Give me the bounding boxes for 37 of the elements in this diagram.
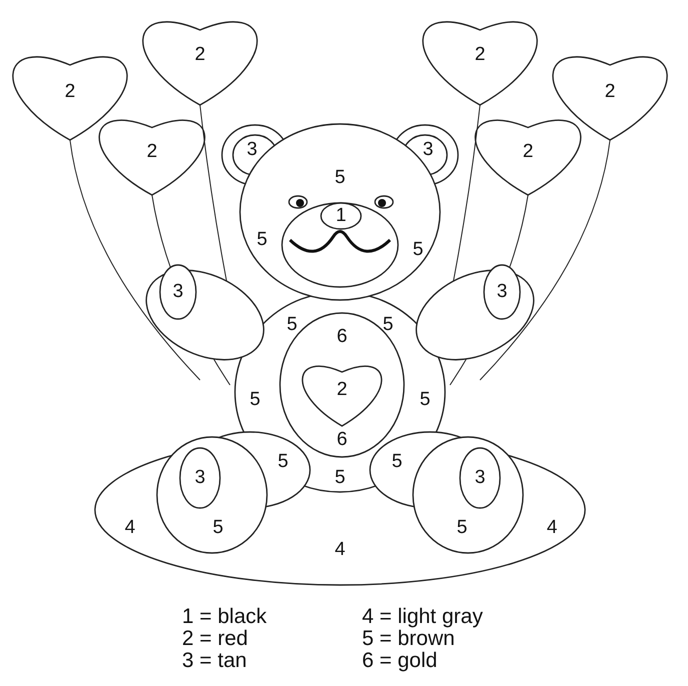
region-number: 5 (420, 390, 430, 410)
region-number: 2 (64, 82, 76, 102)
region-number: 2 (604, 82, 616, 102)
color-key-entry: 6 = gold (362, 650, 438, 672)
color-key-entry: 1 = black (182, 606, 267, 628)
region-number: 3 (194, 468, 206, 488)
region-number: 3 (422, 140, 434, 160)
region-number: 5 (392, 452, 402, 472)
region-number: 5 (278, 452, 288, 472)
region-number: 3 (246, 140, 258, 160)
region-number: 3 (474, 468, 486, 488)
color-key-entry: 5 = brown (362, 628, 455, 650)
region-number: 5 (334, 468, 346, 488)
region-number: 4 (334, 540, 346, 560)
region-number: 6 (336, 327, 348, 347)
region-number: 1 (336, 206, 346, 226)
region-number: 4 (546, 518, 558, 538)
region-number: 3 (496, 282, 508, 302)
region-number: 6 (336, 430, 348, 450)
region-number: 5 (286, 315, 298, 335)
color-key-entry: 3 = tan (182, 650, 247, 672)
region-number: 4 (124, 518, 136, 538)
region-number: 5 (456, 518, 468, 538)
region-number: 2 (522, 142, 534, 162)
region-number: 2 (336, 380, 348, 400)
region-number: 3 (172, 282, 184, 302)
color-key-entry: 2 = red (182, 628, 248, 650)
region-number: 2 (194, 45, 206, 65)
region-number: 2 (146, 142, 158, 162)
region-number: 2 (474, 45, 486, 65)
region-number: 5 (250, 390, 260, 410)
region-number: 5 (256, 230, 268, 250)
region-number: 5 (412, 240, 424, 260)
region-number: 5 (382, 315, 394, 335)
region-number: 5 (212, 518, 224, 538)
region-number: 5 (334, 168, 346, 188)
color-key-entry: 4 = light gray (362, 606, 483, 628)
